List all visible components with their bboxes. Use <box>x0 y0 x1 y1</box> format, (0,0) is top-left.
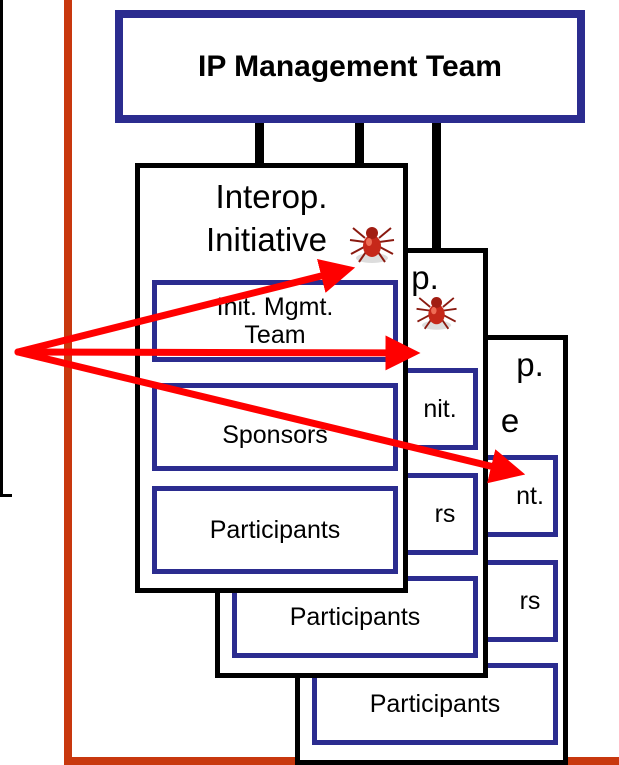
middle-card-mgmt-label: nit. <box>423 395 457 423</box>
front-card-title-line2: Initiative <box>205 221 328 258</box>
divider-line-vertical <box>64 0 72 765</box>
connector-front <box>255 123 264 168</box>
connector-back <box>432 123 441 248</box>
middle-card-sponsors-label: rs <box>434 500 456 528</box>
bug-icon <box>349 227 395 263</box>
back-card-mgmt-label: nt. <box>516 482 544 510</box>
back-card-title-fragment-1: p. <box>516 346 544 383</box>
middle-card-participants-label: Participants <box>289 603 421 631</box>
back-card-participants-label: Participants <box>369 690 501 718</box>
arrow-to-middle-card-bug <box>14 335 421 371</box>
arrow-to-front-card-bug <box>14 258 356 356</box>
front-card-title-line1: Interop. <box>215 178 328 215</box>
front-card-participants-box: Participants <box>152 486 398 574</box>
back-card-sponsors-label: rs <box>519 587 541 615</box>
middle-card-title-fragment: p. <box>411 259 439 296</box>
arrow-to-back-card <box>14 348 526 484</box>
ip-management-team-box: IP Management Team <box>115 10 585 123</box>
connector-middle <box>355 123 364 168</box>
left-frame-line <box>0 0 3 497</box>
left-frame-corner <box>0 494 12 497</box>
front-card-mgmt-box: Init. Mgmt. Team <box>152 280 398 362</box>
front-card-participants-label: Participants <box>209 516 341 544</box>
initiative-card-front: Interop. Initiative Init. Mgmt. Team Spo… <box>135 163 408 593</box>
bug-icon <box>416 297 457 330</box>
back-card-title-fragment-2: e <box>500 402 520 439</box>
ip-management-team-label: IP Management Team <box>198 49 502 83</box>
